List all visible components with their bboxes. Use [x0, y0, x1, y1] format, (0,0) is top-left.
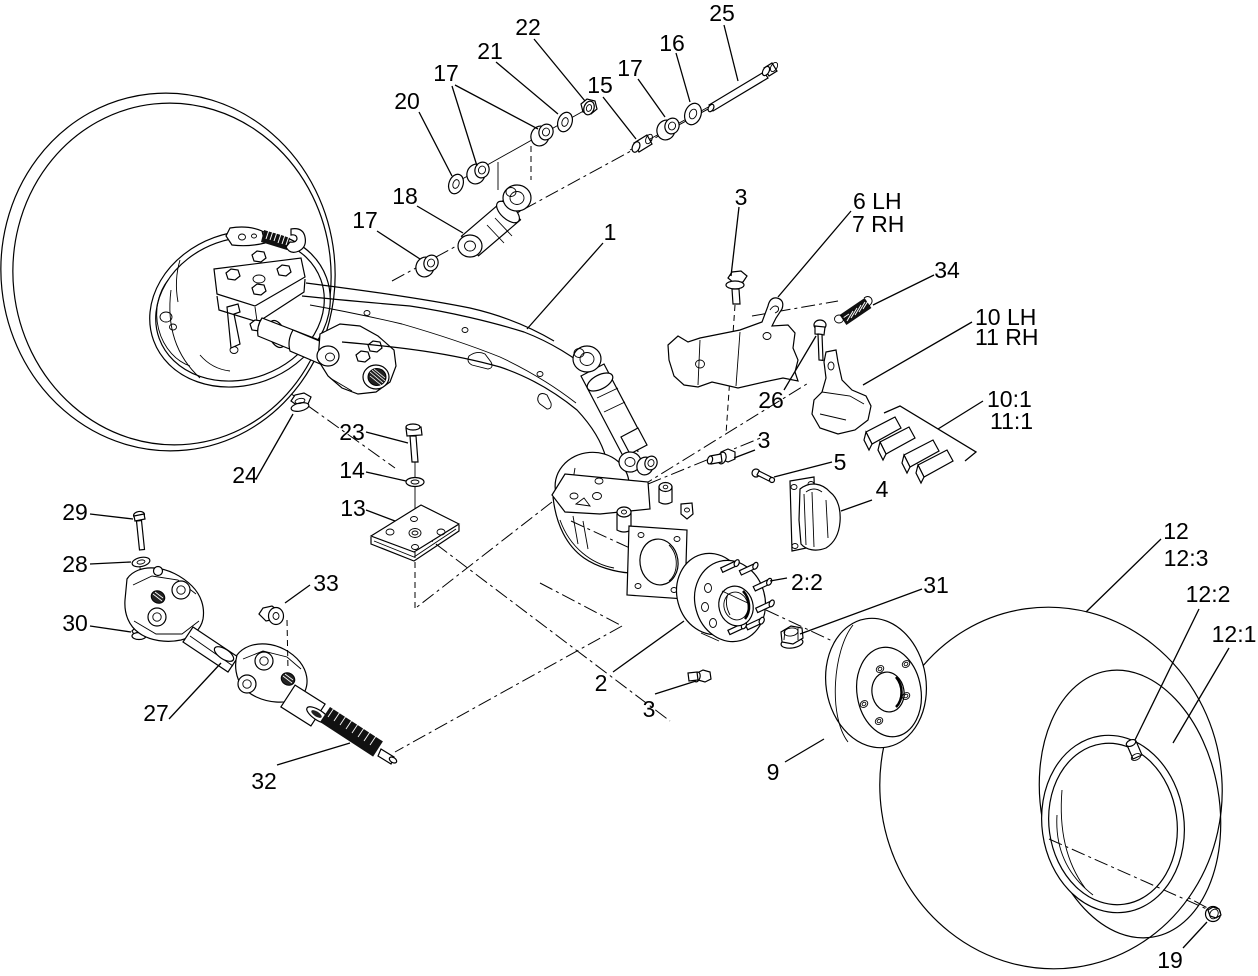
svg-text:33: 33 — [313, 570, 339, 596]
svg-text:11:1: 11:1 — [990, 408, 1033, 434]
svg-text:2:2: 2:2 — [791, 569, 823, 595]
svg-text:20: 20 — [394, 88, 420, 114]
svg-text:3: 3 — [758, 427, 771, 453]
svg-text:28: 28 — [62, 551, 88, 577]
svg-text:12:3: 12:3 — [1164, 545, 1209, 571]
svg-text:17: 17 — [352, 207, 378, 233]
svg-text:14: 14 — [339, 457, 365, 483]
svg-text:10 LH: 10 LH — [975, 304, 1036, 330]
svg-text:30: 30 — [62, 610, 88, 636]
svg-text:11 RH: 11 RH — [975, 324, 1039, 350]
svg-text:29: 29 — [62, 499, 88, 525]
svg-text:27: 27 — [143, 700, 169, 726]
svg-text:12: 12 — [1163, 518, 1189, 544]
svg-text:32: 32 — [251, 768, 277, 794]
svg-text:12:2: 12:2 — [1186, 581, 1231, 607]
svg-text:10:1: 10:1 — [987, 386, 1032, 412]
svg-text:21: 21 — [477, 38, 503, 64]
svg-text:7 RH: 7 RH — [852, 211, 904, 237]
svg-text:3: 3 — [643, 696, 656, 722]
svg-text:13: 13 — [340, 495, 366, 521]
svg-text:18: 18 — [392, 183, 418, 209]
svg-text:22: 22 — [515, 14, 541, 40]
svg-text:2: 2 — [595, 670, 608, 696]
svg-text:1: 1 — [604, 219, 617, 245]
svg-text:31: 31 — [923, 572, 949, 598]
svg-text:5: 5 — [834, 449, 847, 475]
svg-text:9: 9 — [767, 759, 780, 785]
svg-text:3: 3 — [735, 184, 748, 210]
svg-text:17: 17 — [617, 55, 643, 81]
svg-text:23: 23 — [339, 419, 365, 445]
svg-text:34: 34 — [934, 257, 960, 283]
svg-text:15: 15 — [587, 72, 613, 98]
svg-text:16: 16 — [659, 30, 685, 56]
svg-text:6 LH: 6 LH — [853, 188, 902, 214]
svg-text:12:1: 12:1 — [1212, 621, 1257, 647]
svg-text:19: 19 — [1157, 947, 1183, 973]
svg-text:25: 25 — [709, 0, 735, 26]
svg-text:4: 4 — [876, 476, 889, 502]
svg-text:26: 26 — [758, 387, 784, 413]
svg-text:24: 24 — [232, 462, 258, 488]
svg-text:17: 17 — [433, 60, 459, 86]
